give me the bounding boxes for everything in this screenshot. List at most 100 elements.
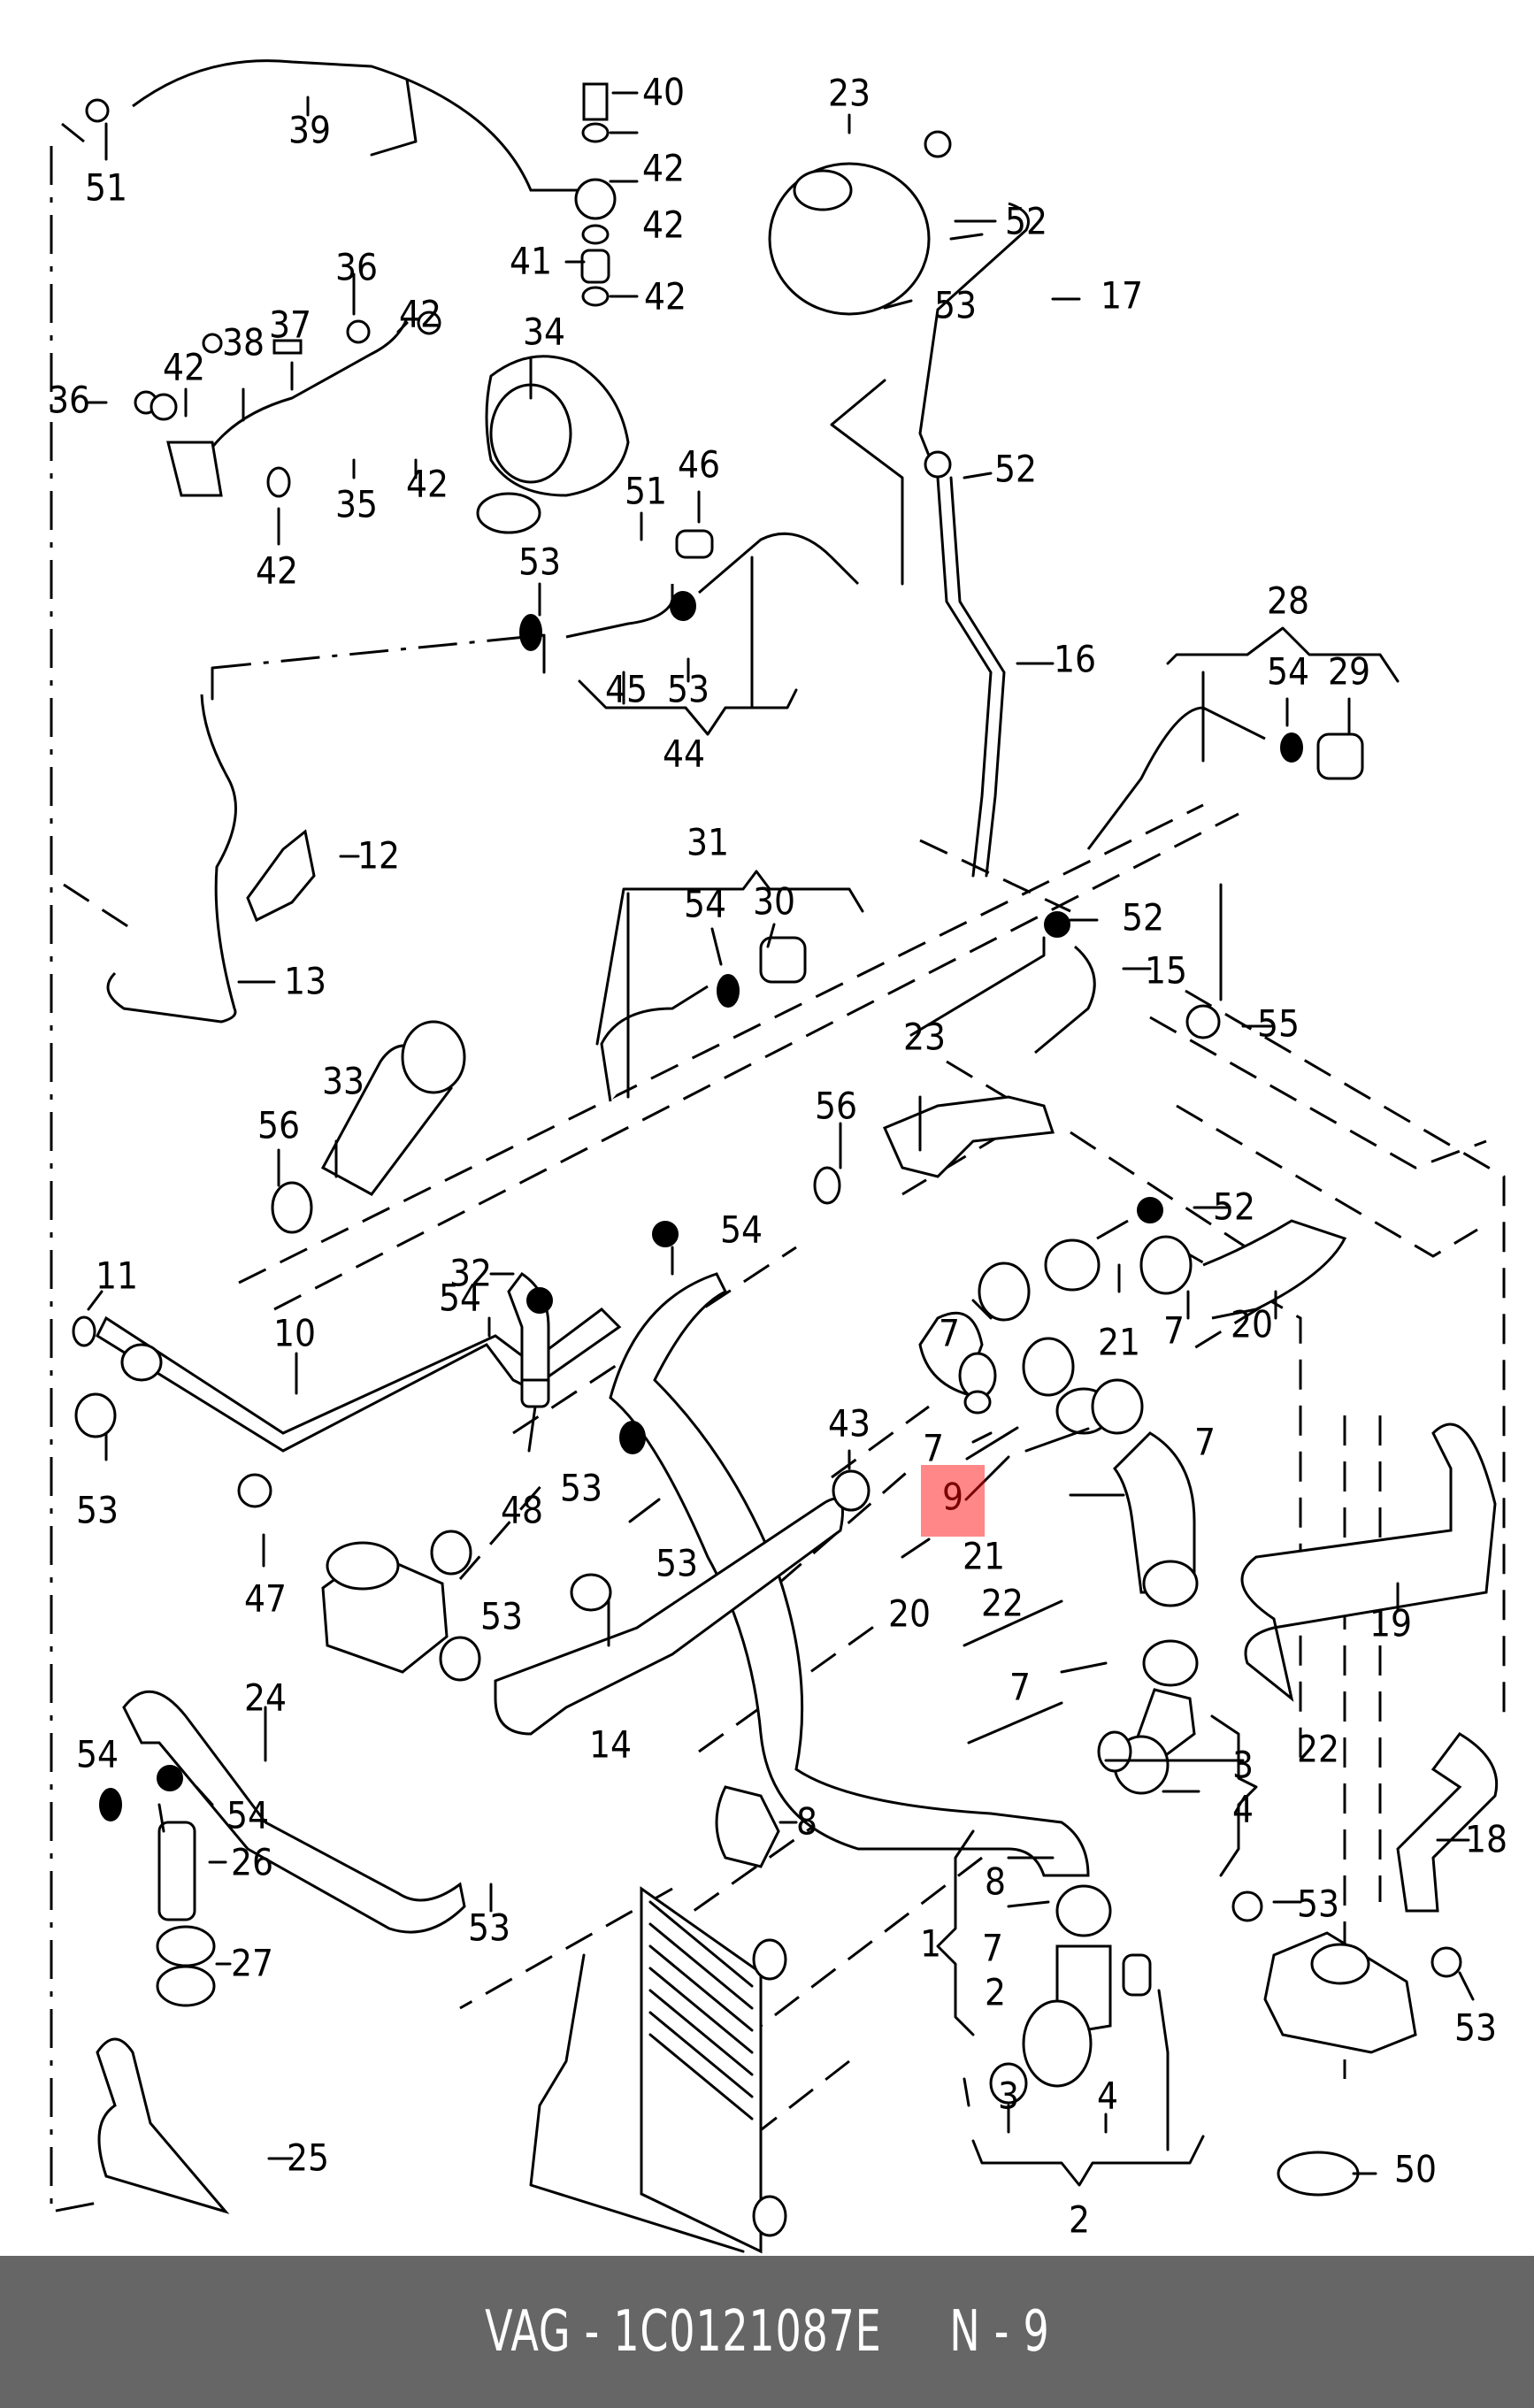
callout-42: 42 (406, 463, 449, 506)
hose-22 (1113, 1431, 1196, 1594)
callout-41: 41 (510, 240, 552, 283)
callout-52: 52 (1005, 200, 1047, 243)
callout-52: 52 (994, 448, 1037, 491)
callout-51: 51 (85, 166, 127, 210)
pipe-39 (132, 59, 584, 192)
callout-43: 43 (828, 1402, 871, 1446)
callout-53: 53 (76, 1489, 119, 1532)
pipe-35 (202, 318, 409, 461)
reservoir (1263, 1931, 1417, 2054)
leader-lines (87, 91, 1475, 2187)
callout-8: 8 (985, 1860, 1006, 1904)
callout-53: 53 (480, 1595, 523, 1638)
callout-9-highlighted: 9 (942, 1476, 963, 1519)
callout-53: 53 (518, 541, 561, 584)
callout-45: 45 (605, 668, 648, 711)
callout-7: 7 (939, 1312, 960, 1355)
callout-54: 54 (76, 1733, 119, 1776)
callout-37: 37 (269, 303, 311, 347)
callout-42: 42 (644, 275, 686, 318)
callout-28: 28 (1267, 579, 1309, 623)
pipe-10 (96, 1308, 622, 1453)
callout-14: 14 (589, 1723, 632, 1767)
hose-15 (1034, 945, 1096, 1054)
callout-36: 36 (335, 246, 378, 289)
callout-18: 18 (1465, 1818, 1507, 1861)
callout-42: 42 (399, 293, 441, 336)
callout-20: 20 (888, 1592, 931, 1636)
callout-12: 12 (357, 834, 400, 878)
clamp-50 (1277, 2151, 1360, 2197)
callout-30: 30 (753, 880, 795, 924)
callout-4: 4 (1097, 2074, 1118, 2118)
callout-2: 2 (1069, 2198, 1090, 2242)
callout-25: 25 (287, 2136, 329, 2180)
callout-53: 53 (1454, 2006, 1497, 2050)
callout-33: 33 (322, 1060, 364, 1103)
flange-23 (883, 1095, 1055, 1178)
pump-26 (157, 1821, 196, 1921)
callout-29: 29 (1328, 650, 1370, 694)
left-boundary-line (50, 122, 98, 2213)
clip-51 (85, 98, 110, 123)
callout-16: 16 (1054, 638, 1096, 681)
callout-42: 42 (256, 549, 298, 593)
hose-17 (918, 202, 1030, 461)
parts-diagram: 51 39 40 42 42 41 42 23 52 17 53 36 42 3… (48, 59, 1507, 2254)
assembly-boundary-lines (50, 122, 1506, 2213)
callout-54: 54 (684, 883, 726, 926)
callout-53: 53 (468, 1906, 510, 1950)
callout-7: 7 (923, 1427, 944, 1470)
callout-4: 4 (1232, 1788, 1254, 1831)
callout-31: 31 (686, 821, 729, 864)
callout-44: 44 (663, 732, 705, 776)
callout-38: 38 (222, 321, 265, 364)
hose-20 (1096, 1219, 1347, 1320)
hose-18 (1396, 1732, 1499, 1913)
hose-14 (494, 1497, 844, 1736)
callout-55: 55 (1257, 1002, 1300, 1046)
thermostat-housing-2 (1022, 1999, 1093, 2088)
callout-47: 47 (244, 1577, 287, 1621)
callout-7: 7 (1194, 1421, 1216, 1464)
clip-52-mid (924, 450, 952, 479)
o-ring-3 (989, 2062, 1028, 2105)
hose-19 (1240, 1423, 1497, 1702)
bolt-47 (237, 1473, 272, 1508)
sleeve-41 (580, 249, 610, 284)
callout-54: 54 (226, 1794, 269, 1837)
callout-17: 17 (1101, 274, 1143, 318)
callout-10: 10 (273, 1312, 316, 1355)
callout-53: 53 (934, 284, 977, 327)
callout-53: 53 (560, 1467, 602, 1510)
callout-15: 15 (1145, 949, 1187, 993)
part-9-drain-plug (963, 1390, 992, 1415)
callout-27: 27 (231, 1942, 273, 1985)
callout-52: 52 (1213, 1185, 1255, 1229)
hose-25 (96, 2037, 230, 2214)
callout-36: 36 (48, 379, 90, 422)
connector-29 (1316, 732, 1364, 780)
callout-23: 23 (903, 1016, 946, 1059)
callout-53: 53 (656, 1542, 698, 1585)
callout-56: 56 (257, 1104, 300, 1147)
callout-7: 7 (982, 1927, 1003, 1970)
bolt-40 (582, 82, 609, 121)
callout-42: 42 (642, 147, 685, 190)
clip-52-top (924, 130, 952, 158)
callout-39: 39 (288, 109, 331, 152)
callout-23: 23 (828, 72, 871, 115)
part-number-label: VAG - 1C0121087E N - 9 (484, 2299, 1050, 2365)
callout-11: 11 (96, 1254, 138, 1298)
hose-28 (1086, 706, 1266, 850)
bracket-12 (246, 829, 316, 923)
hose-24 (122, 1690, 466, 1934)
callout-13: 13 (284, 960, 326, 1003)
callout-53: 53 (667, 668, 709, 711)
callout-52: 52 (1122, 896, 1164, 939)
callouts: 51 39 40 42 42 41 42 23 52 17 53 36 42 3… (48, 71, 1507, 2242)
callout-8: 8 (796, 1800, 817, 1844)
callout-42: 42 (163, 346, 205, 389)
hose-20-main (609, 1272, 1090, 1877)
callout-1: 1 (920, 1922, 941, 1966)
